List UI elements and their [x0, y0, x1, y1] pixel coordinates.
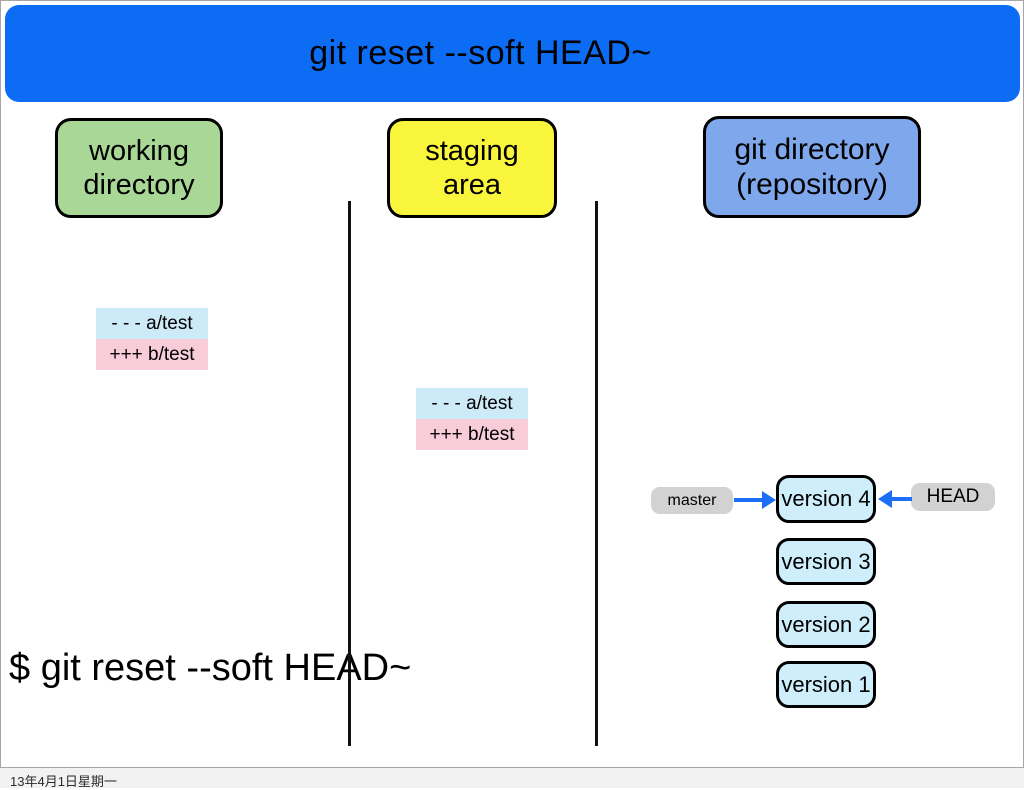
commit-version-1: version 1 — [776, 661, 876, 708]
diff-added-line: +++ b/test — [416, 419, 528, 450]
column-divider-right — [595, 201, 598, 746]
head-ref-label: HEAD — [911, 483, 995, 511]
working-directory-diff: - - - a/test +++ b/test — [96, 308, 208, 370]
presentation-slide: git reset --soft HEAD~ working directory… — [0, 0, 1024, 768]
staging-area-diff: - - - a/test +++ b/test — [416, 388, 528, 450]
staging-area-box: staging area — [387, 118, 557, 218]
master-branch-label: master — [651, 487, 733, 514]
slide-title-bar: git reset --soft HEAD~ — [5, 5, 1020, 102]
slide-title: git reset --soft HEAD~ — [309, 34, 652, 72]
commit-version-3: version 3 — [776, 538, 876, 585]
diff-added-line: +++ b/test — [96, 339, 208, 370]
commit-version-4: version 4 — [776, 475, 876, 523]
git-directory-box: git directory (repository) — [703, 116, 921, 218]
commit-version-2: version 2 — [776, 601, 876, 648]
head-arrow-line — [890, 497, 912, 501]
working-directory-box: working directory — [55, 118, 223, 218]
column-divider-left — [348, 201, 351, 746]
master-arrow-right-icon — [762, 491, 776, 509]
master-arrow-line — [734, 498, 764, 502]
shell-command-text: $ git reset --soft HEAD~ — [9, 647, 412, 689]
diff-removed-line: - - - a/test — [416, 388, 528, 419]
head-arrow-left-icon — [878, 490, 892, 508]
footer-date: 13年4月1日星期一 — [10, 774, 117, 789]
diff-removed-line: - - - a/test — [96, 308, 208, 339]
